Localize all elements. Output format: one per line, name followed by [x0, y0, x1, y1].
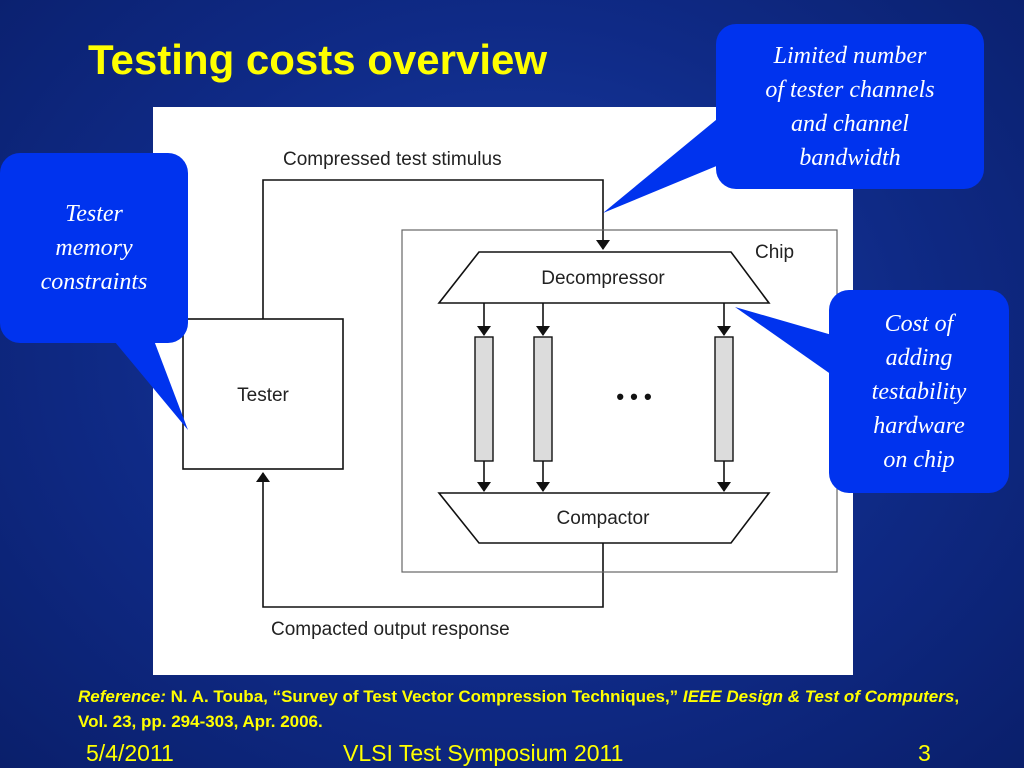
reference-lead: Reference:: [78, 687, 166, 706]
decompressor-block: [437, 251, 771, 304]
tester-memory-callout: Tester memory constraints: [0, 153, 188, 343]
tester-channels-callout: Limited number of tester channels and ch…: [716, 24, 984, 189]
scan-chain-1: [474, 303, 494, 492]
scan-chain-3: [714, 303, 734, 492]
reference-citation: Reference: N. A. Touba, “Survey of Test …: [78, 684, 978, 734]
reference-journal: IEEE Design & Test of Computers: [682, 687, 955, 706]
reference-details: , Vol. 23, pp. 294-303, Apr. 2006.: [78, 687, 960, 731]
decompressor-label: Decompressor: [541, 268, 665, 289]
testability-hardware-callout-text: Cost of adding testability hardware on c…: [871, 310, 967, 473]
compacted-response-label: Compacted output response: [271, 619, 510, 640]
diagram-figure: Compressed test stimulus Compacted outpu…: [153, 107, 853, 675]
compactor-block: [437, 492, 771, 544]
tester-channels-callout-text: Limited number of tester channels and ch…: [765, 42, 935, 171]
compactor-label: Compactor: [557, 508, 651, 529]
compressed-stimulus-label: Compressed test stimulus: [283, 149, 502, 170]
tester-memory-callout-text: Tester memory constraints: [40, 201, 148, 295]
reference-authors-title: N. A. Touba, “Survey of Test Vector Comp…: [165, 687, 683, 706]
testability-hardware-callout: Cost of adding testability hardware on c…: [829, 290, 1009, 493]
diagram-svg: Compressed test stimulus Compacted outpu…: [182, 149, 838, 640]
scan-chain-2: [533, 303, 553, 492]
compressed-stimulus-arrow: [262, 179, 610, 319]
footer-page-number: 3: [918, 740, 931, 766]
tester-label: Tester: [237, 385, 289, 406]
scan-chain-ellipsis: • • •: [616, 384, 651, 409]
compacted-response-arrow: [256, 472, 604, 608]
chip-label: Chip: [755, 242, 794, 263]
slide-title: Testing costs overview: [88, 36, 548, 83]
footer-conference: VLSI Test Symposium 2011: [343, 740, 624, 766]
footer-date: 5/4/2011: [86, 740, 174, 766]
